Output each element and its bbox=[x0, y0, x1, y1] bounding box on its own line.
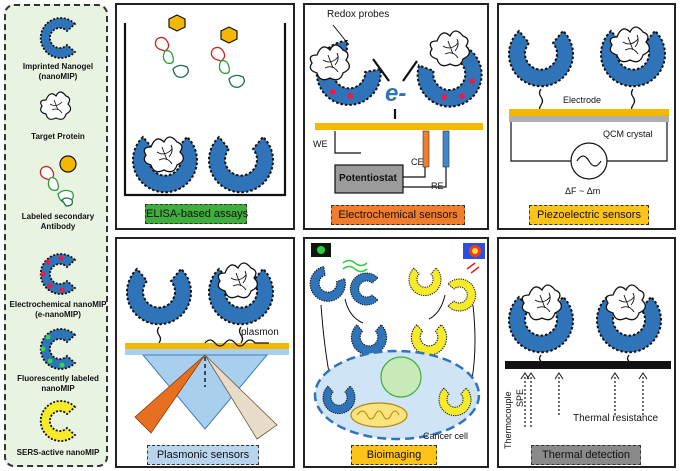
legend-label-fluorescent: Fluorescently labeled nanoMIP bbox=[17, 374, 99, 393]
qcm-crystal-bar bbox=[509, 116, 669, 122]
sers-nanomip-icon bbox=[447, 278, 477, 312]
e-nanomip-icon bbox=[409, 37, 495, 120]
panel-elisa: ELISA-based assays bbox=[115, 3, 295, 230]
thermocouple-label: Thermocouple bbox=[503, 391, 513, 449]
legend-icons bbox=[39, 17, 77, 442]
sers-nanomip-icon bbox=[438, 387, 472, 417]
legend-label-nanomip: Imprinted Nanogel (nanoMIP) bbox=[22, 62, 94, 81]
plasmon-wave bbox=[204, 339, 269, 347]
e-nanomip-icon bbox=[302, 33, 390, 119]
fluorescent-nanomip-icon bbox=[39, 328, 76, 370]
spe-electrode bbox=[505, 361, 671, 369]
reflected-light-beam bbox=[204, 354, 278, 440]
thermal-resistance-label: Thermal resistance bbox=[573, 413, 659, 424]
fluorescent-nanomip-icon bbox=[303, 263, 350, 309]
protein-icon bbox=[40, 91, 72, 120]
thermal-title: Thermal detection bbox=[531, 445, 641, 465]
elisa-title: ELISA-based assays bbox=[145, 204, 248, 224]
potentiostat-box bbox=[334, 164, 404, 194]
redox-probes-label: Redox probes bbox=[327, 9, 390, 20]
antibody-icon bbox=[210, 46, 245, 88]
legend-label-antibody: Labeled secondary Antibody bbox=[21, 212, 95, 231]
plasmonic-title: Plasmonic sensors bbox=[147, 445, 259, 465]
spe-label: SPE bbox=[515, 388, 525, 407]
qcm-label: QCM crystal bbox=[603, 129, 653, 139]
we-label: WE bbox=[313, 139, 328, 149]
legend-panel: Imprinted Nanogel (nanoMIP) Target Prote… bbox=[4, 4, 108, 467]
ac-source-icon bbox=[570, 142, 608, 180]
elisa-illustration bbox=[123, 14, 287, 197]
piezoelectric-illustration bbox=[508, 26, 669, 180]
nanomip-icon bbox=[126, 268, 192, 326]
counter-electrode bbox=[422, 130, 430, 168]
sers-nanomip-icon bbox=[39, 400, 77, 442]
electrode-bar bbox=[509, 109, 669, 116]
nucleus bbox=[380, 356, 422, 398]
glass-slide bbox=[125, 349, 289, 355]
cancer-cell-label: Cancer cell bbox=[423, 431, 469, 441]
gold-film bbox=[125, 343, 289, 349]
legend-label-protein: Target Protein bbox=[31, 132, 85, 141]
hexagon-label-icon bbox=[168, 14, 238, 44]
re-label: RE bbox=[431, 181, 444, 191]
e-nanomip-icon bbox=[39, 253, 76, 295]
sers-nanomip-icon bbox=[408, 267, 442, 297]
plasmonic-illustration bbox=[125, 262, 289, 440]
panel-piezoelectric: Electrode QCM crystal ΔF ~ Δm Piezoelect… bbox=[497, 3, 676, 230]
reference-electrode bbox=[442, 130, 450, 168]
nanomip-icon bbox=[508, 29, 574, 88]
electrochemical-illustration bbox=[302, 24, 495, 194]
formula-label: ΔF ~ Δm bbox=[565, 186, 601, 196]
thermal-illustration bbox=[505, 284, 671, 427]
legend-label-e-nanomip: Electrochemical nanoMIP (e-nanoMIP) bbox=[9, 300, 107, 319]
electrode-label: Electrode bbox=[563, 95, 602, 105]
electron-label: e- bbox=[385, 80, 407, 107]
antibody-icon bbox=[154, 36, 189, 78]
protein-icon bbox=[521, 284, 563, 321]
ce-label: CE bbox=[411, 157, 424, 167]
panel-bioimaging: Cancer cell Bioimaging bbox=[303, 237, 489, 468]
panel-plasmonic: plasmon Plasmonic sensors bbox=[115, 237, 295, 468]
electrochemical-title: Electrochemical sensors bbox=[331, 205, 465, 225]
working-electrode bbox=[315, 123, 483, 130]
mitochondrion bbox=[350, 402, 408, 428]
legend-label-sers: SERS-active nanoMIP bbox=[16, 448, 100, 457]
nanomip-icon bbox=[208, 136, 274, 194]
sers-nanomip-icon bbox=[410, 323, 448, 356]
nanomip-icon bbox=[39, 17, 76, 59]
bioimaging-illustration bbox=[303, 243, 485, 441]
bioimaging-title: Bioimaging bbox=[351, 445, 437, 465]
fluorescent-nanomip-icon bbox=[349, 272, 379, 306]
antibody-icon bbox=[39, 155, 77, 207]
fluorescent-nanomip-icon bbox=[350, 324, 388, 356]
potentiostat-label: Potentiostat bbox=[339, 173, 397, 184]
panel-thermal: Thermocouple SPE Thermal resistance Ther… bbox=[497, 237, 676, 468]
incident-light-beam bbox=[134, 354, 206, 434]
plasmon-label: plasmon bbox=[241, 327, 279, 338]
panel-electrochemical: Redox probes e- WE CE RE Potentiostat El… bbox=[302, 3, 495, 230]
piezoelectric-title: Piezoelectric sensors bbox=[529, 205, 649, 225]
